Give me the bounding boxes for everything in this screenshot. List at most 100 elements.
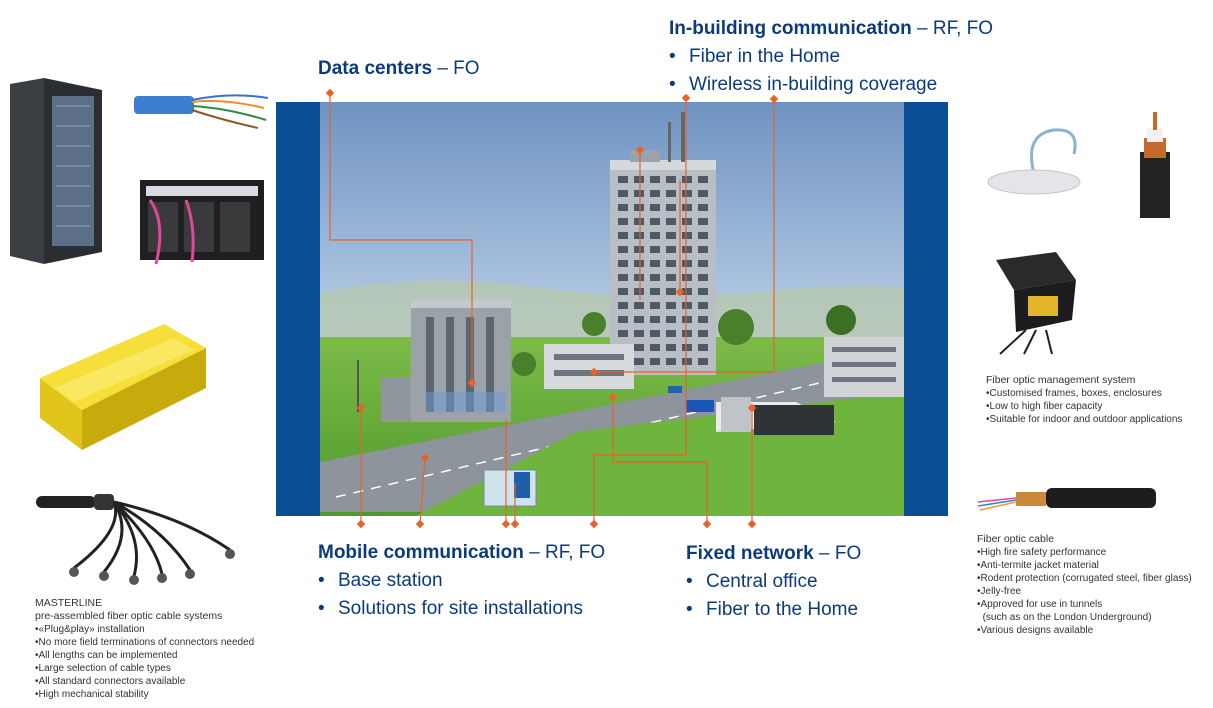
masterline-title: MASTERLINE: [35, 597, 103, 609]
tower-window: [698, 316, 708, 323]
fiber-management-item: Low to high fiber capacity: [986, 400, 1182, 413]
tower-window: [682, 176, 692, 183]
tower-window: [666, 302, 676, 309]
masterline-cable-product: [36, 494, 235, 585]
masterline-item: No more field terminations of connectors…: [35, 636, 255, 649]
in-building-heading: In-building communication – RF, FO: [669, 18, 993, 40]
tower-window: [682, 246, 692, 253]
tower-window: [698, 260, 708, 267]
leader-dot: [589, 519, 599, 529]
masterline-subtitle: pre-assembled fiber optic cable systems: [35, 610, 223, 622]
fixed-network-item: Fiber to the Home: [686, 599, 861, 621]
mobile-item: Solutions for site installations: [318, 598, 605, 620]
leader-dot: [702, 519, 712, 529]
leader-dot: [356, 519, 366, 529]
tower-window: [698, 274, 708, 281]
tower-window: [666, 330, 676, 337]
tower-window: [650, 316, 660, 323]
tower-window: [650, 358, 660, 365]
tower-window: [650, 246, 660, 253]
tower-window: [618, 218, 628, 225]
fixed-network-list: Central office Fiber to the Home: [686, 571, 861, 621]
tower-window: [682, 316, 692, 323]
cable-duct-product: [40, 324, 206, 450]
city-scene-illustration: [276, 102, 948, 516]
fiber-cable-item: Various designs available: [977, 624, 1192, 637]
tower-window: [650, 232, 660, 239]
patch-panel-product: [140, 180, 264, 265]
leader-dot: [325, 88, 335, 98]
tower-window: [666, 316, 676, 323]
masterline-caption: MASTERLINE pre-assembled fiber optic cab…: [35, 597, 254, 701]
tower-window: [650, 274, 660, 281]
masterline-item: All lengths can be implemented: [35, 649, 254, 662]
tower-window: [666, 176, 676, 183]
mobile-list: Base station Solutions for site installa…: [318, 570, 605, 620]
tower-window: [682, 274, 692, 281]
leader-dot: [501, 519, 511, 529]
leader-dot: [415, 519, 425, 529]
fiber-management-title: Fiber optic management system: [986, 374, 1136, 386]
tower-window: [666, 260, 676, 267]
fiber-cable-title: Fiber optic cable: [977, 533, 1055, 545]
leader-dot: [510, 519, 520, 529]
tower-window: [698, 218, 708, 225]
tower-window: [634, 302, 644, 309]
mobile-section: Mobile communication – RF, FO Base stati…: [318, 542, 605, 626]
tower-window: [650, 288, 660, 295]
tower-window: [634, 344, 644, 351]
fiber-cable-item: Anti-termite jacket material: [977, 559, 1192, 572]
tower-window: [682, 232, 692, 239]
tower-window: [634, 358, 644, 365]
ethernet-cable-product: [134, 94, 269, 129]
tower-window: [682, 330, 692, 337]
tower-window: [682, 260, 692, 267]
tower-window: [634, 316, 644, 323]
tower-window: [650, 330, 660, 337]
tower-window: [682, 302, 692, 309]
tower-window: [634, 330, 644, 337]
tower-window: [634, 274, 644, 281]
tower-window: [698, 204, 708, 211]
fiber-cable-caption: Fiber optic cable High fire safety perfo…: [977, 533, 1192, 637]
apartment-building-right: [824, 337, 904, 397]
tower-window: [666, 288, 676, 295]
fixed-network-section: Fixed network – FO Central office Fiber …: [686, 543, 861, 627]
fiber-cable-item: Jelly-free: [977, 585, 1192, 598]
tower-window: [682, 288, 692, 295]
tower-window: [666, 274, 676, 281]
in-building-list: Fiber in the Home Wireless in-building c…: [669, 46, 993, 96]
tower-window: [650, 176, 660, 183]
tower-window: [698, 246, 708, 253]
tower-window: [618, 260, 628, 267]
tower-window: [650, 190, 660, 197]
tower-window: [666, 358, 676, 365]
server-rack-product: [10, 78, 102, 264]
tower-window: [618, 288, 628, 295]
tower-window: [618, 246, 628, 253]
tower-window: [650, 260, 660, 267]
low-residential-building: [544, 344, 634, 389]
tower-window: [682, 344, 692, 351]
tower-window: [650, 302, 660, 309]
tower-window: [682, 190, 692, 197]
tower-window: [634, 218, 644, 225]
fixed-network-suffix: – FO: [813, 543, 862, 564]
fiber-cable-list: High fire safety performance Anti-termit…: [977, 546, 1192, 637]
tower-window: [618, 232, 628, 239]
tower-window: [618, 176, 628, 183]
tower-window: [698, 232, 708, 239]
tower-window: [634, 288, 644, 295]
tower-window: [634, 190, 644, 197]
data-centers-heading: Data centers – FO: [318, 58, 480, 80]
fiber-optic-cable-product: [977, 488, 1156, 511]
tower-window: [666, 232, 676, 239]
fiber-cable-item: High fire safety performance: [977, 546, 1192, 559]
tower-window: [698, 344, 708, 351]
tower-window: [666, 218, 676, 225]
tower-window: [618, 316, 628, 323]
tower-window: [650, 204, 660, 211]
tower-window: [666, 246, 676, 253]
fixed-network-item: Central office: [686, 571, 861, 593]
fiber-management-item: Suitable for indoor and outdoor applicat…: [986, 413, 1183, 426]
